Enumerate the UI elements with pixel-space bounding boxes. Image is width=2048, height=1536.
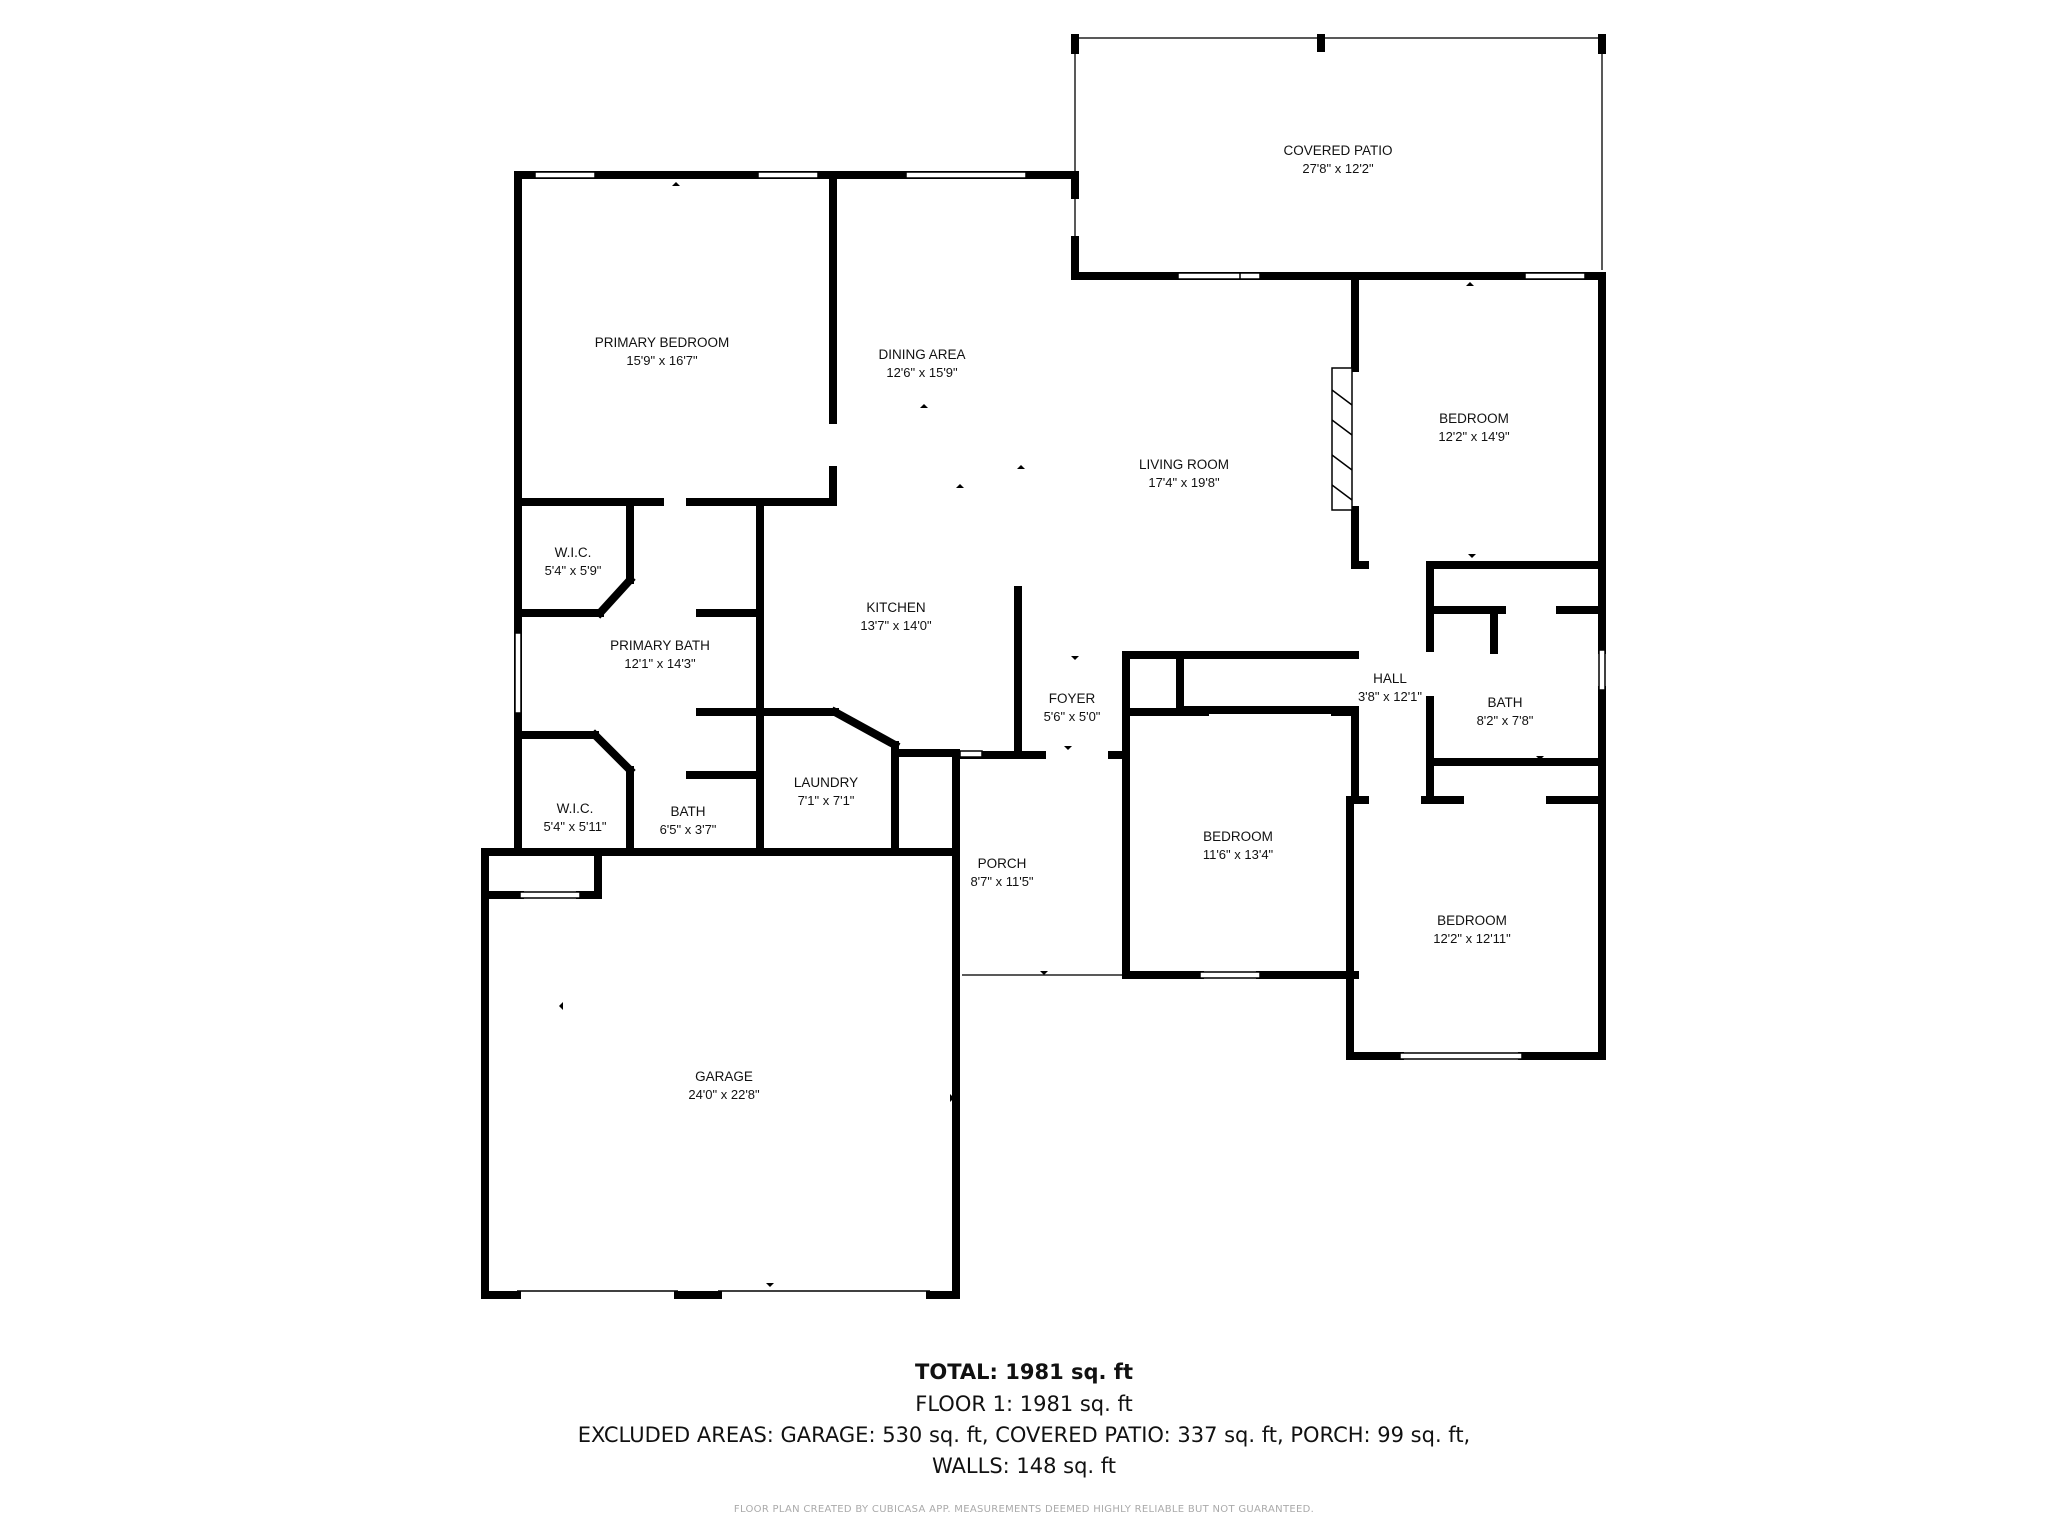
room-name-bedroom-ne: BEDROOM	[1439, 411, 1509, 426]
room-dims-dining-area: 12'6" x 15'9"	[886, 365, 958, 380]
room-dims-covered-patio: 27'8" x 12'2"	[1302, 161, 1374, 176]
room-name-wic-upper: W.I.C.	[555, 545, 592, 560]
door-markers	[559, 182, 1544, 1287]
room-name-hall: HALL	[1373, 671, 1407, 686]
excluded-areas: EXCLUDED AREAS: GARAGE: 530 sq. ft, COVE…	[577, 1423, 1471, 1447]
room-dims-bath-small: 6'5" x 3'7"	[660, 822, 717, 837]
room-dims-bedroom-ne: 12'2" x 14'9"	[1438, 429, 1510, 444]
room-name-living-room: LIVING ROOM	[1139, 457, 1229, 472]
room-name-primary-bath: PRIMARY BATH	[610, 638, 710, 653]
room-dims-primary-bath: 12'1" x 14'3"	[624, 656, 696, 671]
room-dims-garage: 24'0" x 22'8"	[688, 1087, 760, 1102]
room-dims-laundry: 7'1" x 7'1"	[798, 793, 855, 808]
room-dims-bath-east: 8'2" x 7'8"	[1477, 713, 1534, 728]
windows	[514, 171, 1606, 1060]
total-area: TOTAL: 1981 sq. ft	[915, 1360, 1133, 1384]
room-name-kitchen: KITCHEN	[866, 600, 925, 615]
room-name-porch: PORCH	[978, 856, 1027, 871]
room-dims-living-room: 17'4" x 19'8"	[1148, 475, 1220, 490]
room-dims-kitchen: 13'7" x 14'0"	[860, 618, 932, 633]
room-name-bath-east: BATH	[1487, 695, 1522, 710]
room-dims-porch: 8'7" x 11'5"	[970, 874, 1033, 889]
room-name-bedroom-mid: BEDROOM	[1203, 829, 1273, 844]
room-dims-wic-lower: 5'4" x 5'11"	[543, 819, 606, 834]
walls	[481, 34, 1606, 1299]
floor-area: FLOOR 1: 1981 sq. ft	[915, 1392, 1133, 1416]
disclaimer: FLOOR PLAN CREATED BY CUBICASA APP. MEAS…	[733, 1504, 1315, 1515]
room-name-wic-lower: W.I.C.	[557, 801, 594, 816]
room-dims-foyer: 5'6" x 5'0"	[1044, 709, 1101, 724]
room-labels: COVERED PATIO 27'8" x 12'2" PRIMARY BEDROO…	[543, 143, 1533, 1102]
room-name-primary-bedroom: PRIMARY BEDROOM	[595, 335, 730, 350]
room-dims-primary-bedroom: 15'9" x 16'7"	[626, 353, 698, 368]
room-name-bedroom-se: BEDROOM	[1437, 913, 1507, 928]
room-name-laundry: LAUNDRY	[794, 775, 858, 790]
room-dims-bedroom-mid: 11'6" x 13'4"	[1203, 847, 1274, 862]
room-dims-bedroom-se: 12'2" x 12'11"	[1433, 931, 1511, 946]
room-name-covered-patio: COVERED PATIO	[1283, 143, 1392, 158]
room-name-foyer: FOYER	[1049, 691, 1096, 706]
room-name-dining-area: DINING AREA	[878, 347, 965, 362]
room-name-bath-small: BATH	[670, 804, 705, 819]
room-name-garage: GARAGE	[695, 1069, 753, 1084]
room-dims-wic-upper: 5'4" x 5'9"	[545, 563, 602, 578]
room-dims-hall: 3'8" x 12'1"	[1358, 689, 1422, 704]
walls-area: WALLS: 148 sq. ft	[931, 1454, 1117, 1478]
